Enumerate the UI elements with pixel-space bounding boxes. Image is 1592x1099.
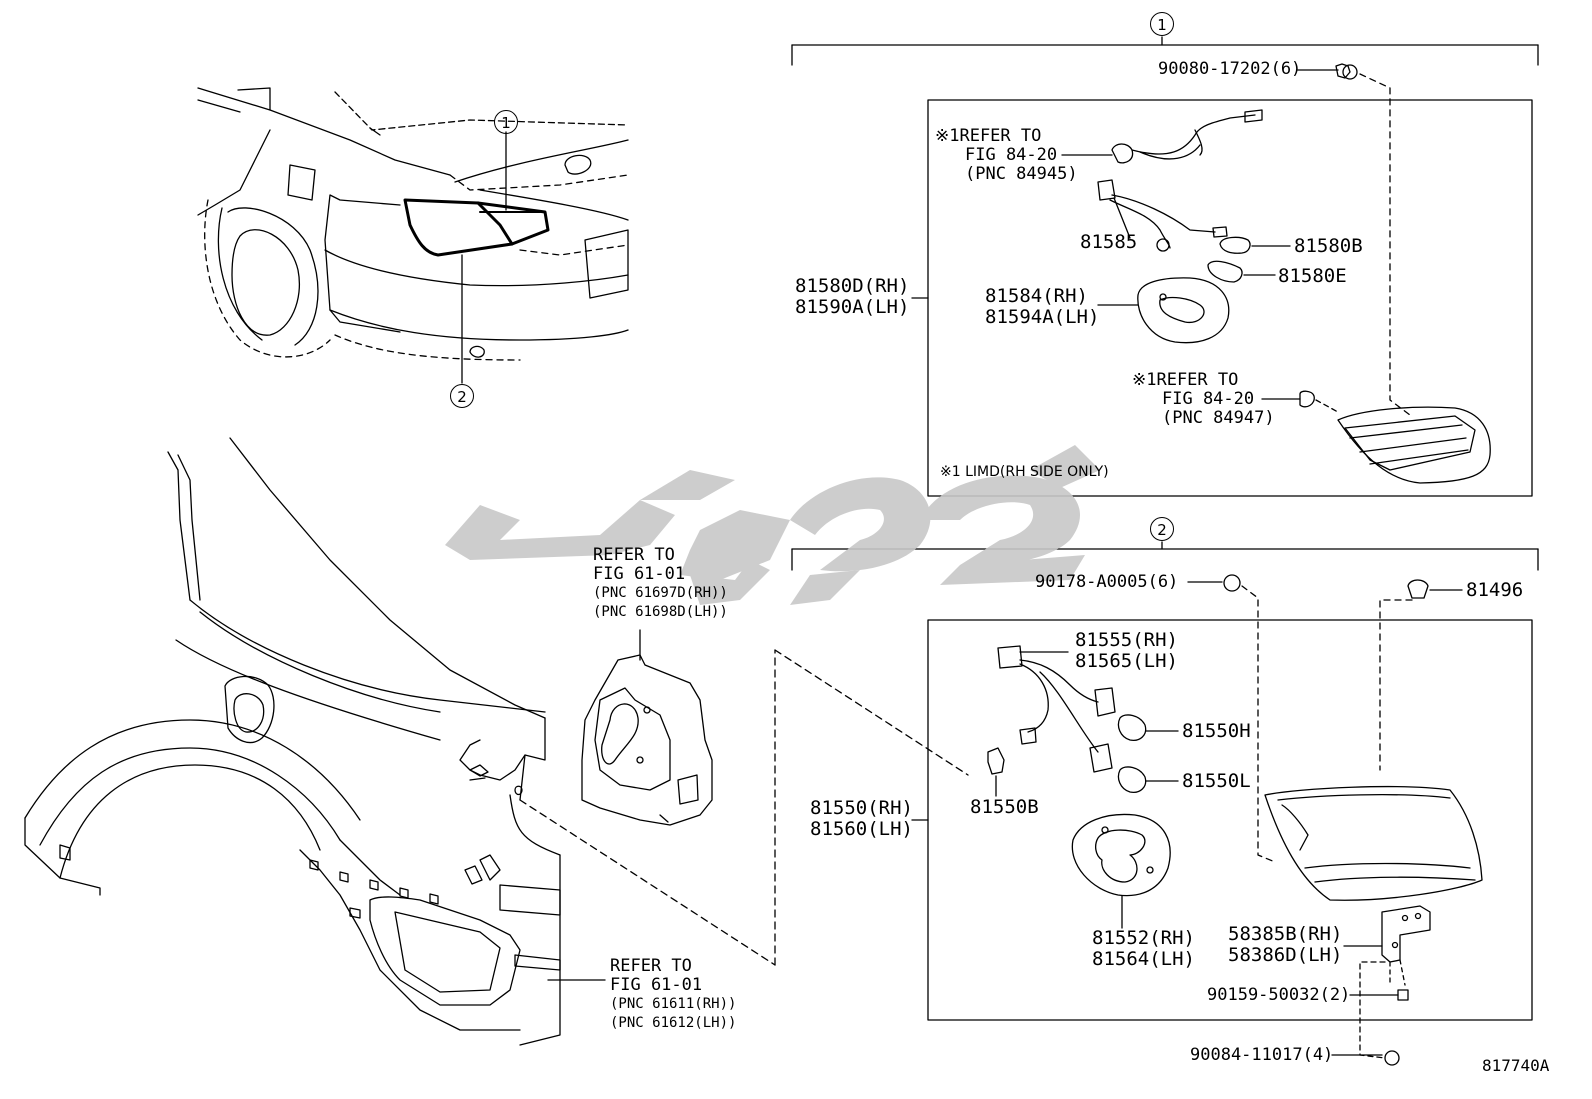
cover-rh: 81584(RH) xyxy=(985,285,1088,307)
cover-lh: 81564(LH) xyxy=(1092,948,1195,970)
refer-line-3: (PNC 84945) xyxy=(965,164,1078,184)
refer-line-2: FIG 84-20 xyxy=(965,145,1058,165)
callout-1-overview: 1 xyxy=(494,110,518,134)
quarter-panel-drawing xyxy=(24,437,969,1046)
cover-rh: 81552(RH) xyxy=(1092,927,1195,949)
refer-line-3: (PNC 84947) xyxy=(1162,408,1275,428)
callout-2-group: 2 xyxy=(1150,517,1174,541)
part-harness-81555: 81555(RH) 81565(LH) xyxy=(1075,630,1178,672)
refer-line-2: FIG 61-01 xyxy=(610,975,703,995)
bracket-rh: 58385B(RH) xyxy=(1228,923,1343,945)
part-bracket-58385b: 58385B(RH) 58386D(LH) xyxy=(1228,924,1342,966)
refer-line-2: FIG 84-20 xyxy=(1162,389,1255,409)
part-cushion-81496: 81496 xyxy=(1466,579,1524,601)
inner-panel-drawing xyxy=(581,629,713,826)
part-screw-90159: 90159-50032(2) xyxy=(1207,985,1351,1005)
callout-1-group: 1 xyxy=(1150,12,1174,36)
part-bulb-81550l: 81550L xyxy=(1182,770,1251,792)
callout-2-overview: 2 xyxy=(450,384,474,408)
refer-line-1: REFER TO xyxy=(593,545,675,565)
group1-frame xyxy=(791,36,1539,497)
part-cover-81552: 81552(RH) 81564(LH) xyxy=(1092,928,1195,970)
refer-line-4: (PNC 61698D(LH)) xyxy=(593,604,728,620)
assembly-rh: 81580D(RH) xyxy=(795,275,910,297)
part-lamp-assembly-81580d: 81580D(RH) 81590A(LH) xyxy=(795,276,909,318)
assembly-lh: 81560(LH) xyxy=(810,818,913,840)
refer-fig-84-20-pnc-84945: ※1REFER TO FIG 84-20 (PNC 84945) xyxy=(935,127,1078,184)
bracket-lh: 58386D(LH) xyxy=(1228,944,1343,966)
assembly-rh: 81550(RH) xyxy=(810,797,913,819)
refer-fig-61-01-quarter: REFER TO FIG 61-01 (PNC 61611(RH)) (PNC … xyxy=(610,957,736,1033)
refer-fig-84-20-pnc-84947: ※1REFER TO FIG 84-20 (PNC 84947) xyxy=(1132,371,1275,428)
refer-line-1: ※1REFER TO xyxy=(1132,370,1239,390)
part-bulb-81580b: 81580B xyxy=(1294,235,1363,257)
part-clip-90080: 90080-17202(6) xyxy=(1158,59,1302,79)
group2-frame xyxy=(791,541,1539,1066)
car-rear-overview xyxy=(197,87,629,384)
refer-line-1: ※1REFER TO xyxy=(935,126,1042,146)
refer-line-2: FIG 61-01 xyxy=(593,564,686,584)
refer-fig-61-01-inner: REFER TO FIG 61-01 (PNC 61697D(RH)) (PNC… xyxy=(593,546,728,622)
part-bulb-81580e: 81580E xyxy=(1278,265,1347,287)
assembly-lh: 81590A(LH) xyxy=(795,296,910,318)
note-limd: ※1 LIMD(RH SIDE ONLY) xyxy=(940,464,1109,480)
part-clip-90084: 90084-11017(4) xyxy=(1190,1045,1334,1065)
watermark-logo xyxy=(445,445,1100,605)
part-lamp-assembly-81550: 81550(RH) 81560(LH) xyxy=(810,798,913,840)
harness-lh: 81565(LH) xyxy=(1075,650,1178,672)
drawing-number: 817740A xyxy=(1482,1056,1550,1075)
part-bulb-81550b: 81550B xyxy=(970,796,1039,818)
refer-line-3: (PNC 61611(RH)) xyxy=(610,996,737,1012)
refer-line-4: (PNC 61612(LH)) xyxy=(610,1015,737,1031)
refer-line-3: (PNC 61697D(RH)) xyxy=(593,585,728,601)
part-cover-81584: 81584(RH) 81594A(LH) xyxy=(985,286,1099,328)
refer-line-1: REFER TO xyxy=(610,956,692,976)
part-bulb-81550h: 81550H xyxy=(1182,720,1251,742)
cover-lh: 81594A(LH) xyxy=(985,306,1100,328)
harness-rh: 81555(RH) xyxy=(1075,629,1178,651)
part-socket-81585: 81585 xyxy=(1080,231,1138,253)
part-clip-90178: 90178-A0005(6) xyxy=(1035,572,1179,592)
